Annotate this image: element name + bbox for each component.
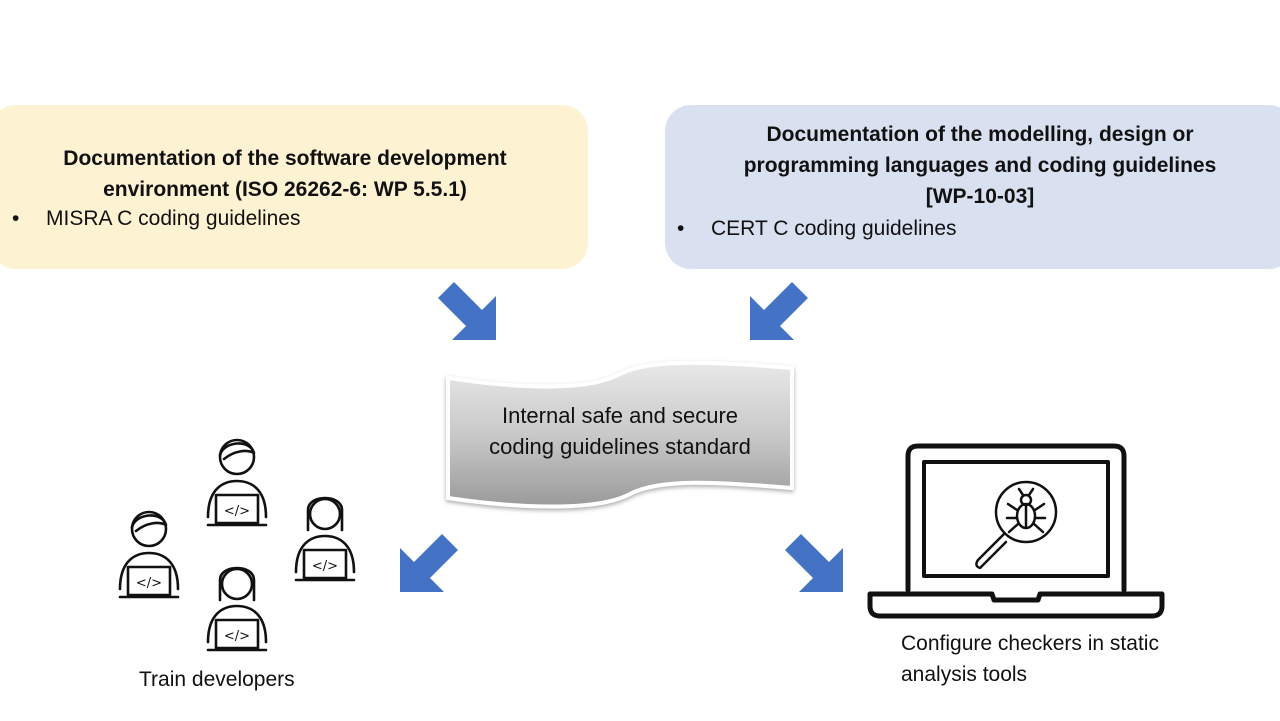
cert-bullet: • CERT C coding guidelines (677, 215, 957, 243)
developer-icon: </> (118, 510, 180, 599)
configure-line-2: analysis tools (901, 663, 1028, 686)
bullet-dot: • (12, 207, 20, 230)
misra-bullet: • MISRA C coding guidelines (12, 205, 300, 233)
configure-line-1: Configure checkers in static (901, 632, 1159, 655)
cert-bullet-text: CERT C coding guidelines (711, 217, 957, 240)
developer-icon: </> (294, 496, 356, 582)
arrow-down-left-icon (750, 282, 808, 340)
developer-icon: </> (206, 438, 268, 527)
title-line-1: Documentation of the modelling, design o… (766, 123, 1194, 146)
arrow-down-right-icon (785, 534, 843, 592)
svg-text:</>: </> (224, 504, 250, 519)
svg-text:</>: </> (224, 629, 250, 644)
scroll-body (446, 360, 794, 509)
laptop-display (922, 460, 1110, 578)
bullet-dot: • (677, 217, 685, 240)
coding-standard-line-1: Internal safe and secure (501, 403, 739, 428)
bug-magnifier-icon (975, 480, 1058, 570)
arrow-shape (400, 534, 458, 592)
coding-standard-scroll-shape (446, 360, 794, 509)
arrow-shape (750, 282, 808, 340)
languages-guidelines-doc-box: Documentation of the modelling, design o… (665, 105, 1280, 269)
sw-dev-environment-title: Documentation of the software developmen… (63, 147, 507, 201)
arrow-down-right-icon (438, 282, 496, 340)
sw-dev-environment-doc-box: Documentation of the software developmen… (0, 105, 588, 269)
train-developers-caption: Train developers (139, 668, 295, 691)
laptop-base (867, 591, 1165, 619)
laptop-screen-frame (905, 443, 1127, 593)
configure-checkers-caption: Configure checkers in static analysis to… (901, 628, 1159, 690)
arrow-shape (438, 282, 496, 340)
title-line-3: [WP-10-03] (925, 185, 1035, 208)
title-line-2: programming languages and coding guideli… (743, 154, 1217, 177)
svg-text:</>: </> (136, 576, 162, 591)
coding-standard-label: Internal safe and secure coding guidelin… (440, 400, 800, 462)
arrow-down-left-icon (400, 534, 458, 592)
svg-text:</>: </> (312, 559, 338, 574)
arrow-shape (785, 534, 843, 592)
developer-icon: </> (206, 566, 268, 652)
developers-with-laptops-icon: </> </> </> </> (118, 438, 356, 652)
coding-standard-line-2: coding guidelines standard (489, 434, 751, 459)
misra-bullet-text: MISRA C coding guidelines (46, 207, 301, 230)
laptop-bug-search-icon (867, 443, 1165, 619)
languages-guidelines-title: Documentation of the modelling, design o… (685, 119, 1275, 212)
